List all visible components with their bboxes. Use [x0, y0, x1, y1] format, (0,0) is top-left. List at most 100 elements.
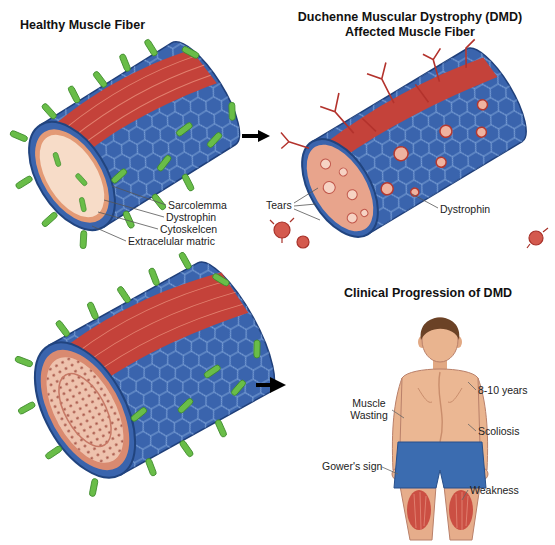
vacuole: [345, 188, 359, 202]
dystrophin-rod: [178, 251, 192, 270]
dystrophin-rod: [116, 286, 131, 304]
leader-line: [382, 467, 398, 474]
part-label: Sarcolemma: [168, 199, 227, 211]
part-label: Cytoskelcen: [160, 223, 217, 235]
dystrophin-rod: [53, 152, 62, 167]
leg: [400, 486, 436, 540]
dystrophin-rod: [80, 230, 87, 248]
leader-line: [462, 490, 468, 500]
inflammatory-cell: [270, 218, 548, 248]
part-label: Extracelular matric: [128, 235, 215, 247]
dystrophin-rod: [156, 154, 172, 172]
dystrophin-rod: [14, 356, 33, 368]
dystrophin-rod: [89, 478, 98, 497]
vacuole: [319, 157, 333, 171]
leader-line: [294, 188, 438, 220]
dystrophin-ring: [20, 117, 124, 236]
vacuole: [310, 152, 372, 228]
tear-hole: [476, 98, 490, 112]
leader-line: [468, 424, 476, 431]
dystrophin-rod: [175, 122, 193, 138]
dystrophin-rod: [9, 130, 28, 143]
damaged-vessel: [274, 124, 309, 160]
dystrophin-rod: [179, 440, 194, 458]
degenerating-fiber: [0, 236, 298, 519]
weak-muscle: [407, 490, 431, 530]
dystrophin-rod: [181, 46, 200, 60]
inflammatory-cell: [297, 236, 309, 248]
leader-line: [412, 194, 438, 208]
dystrophin-rod: [151, 193, 167, 211]
dystrophin-rod: [41, 103, 58, 120]
tear-hole: [434, 155, 448, 169]
cytoplasm: [31, 345, 140, 476]
vacuole: [338, 167, 349, 178]
dmd-fiber: [271, 14, 538, 250]
tear-hole: [391, 144, 410, 163]
dystrophin-rod: [119, 53, 131, 72]
tear-hole: [379, 181, 395, 197]
panel-heading: Duchenne Muscular Dystrophy (DMD) Affect…: [285, 10, 535, 40]
dystrophin-rod: [130, 406, 148, 422]
part-label: 8-10 years: [478, 384, 528, 396]
panel-heading: Healthy Muscle Fiber: [20, 18, 230, 33]
leader-line: [468, 382, 476, 390]
dystrophin-rod: [92, 70, 108, 88]
boy-figure: [392, 318, 488, 541]
vacuole: [360, 208, 370, 218]
part-label: Gower's sign: [322, 460, 382, 472]
leader-line: [104, 200, 164, 217]
leader-line: [112, 186, 166, 205]
leader-line: [392, 410, 404, 418]
part-label: Weakness: [470, 484, 519, 496]
part-label: Muscle Wasting: [344, 397, 394, 421]
progression-arrow: [256, 377, 286, 393]
part-label: Dystrophin: [166, 211, 216, 223]
part-label: Tears: [266, 199, 292, 211]
dystrophin-rod: [45, 445, 63, 460]
dystrophin-rod: [144, 38, 159, 56]
vacuole: [345, 211, 359, 225]
cytoplasm-texture: [31, 345, 140, 476]
hair: [421, 318, 460, 341]
panel-heading: Clinical Progression of DMD: [344, 286, 549, 301]
leader-line: [294, 204, 316, 206]
damaged-cytoplasm: [293, 133, 387, 242]
leader-line: [382, 382, 476, 500]
sarcolemma-ring: [11, 107, 132, 245]
dystrophin-rod: [41, 211, 58, 228]
dystrophin-rod: [177, 397, 194, 414]
dystrophin-rod: [206, 131, 223, 148]
inflammatory-cell: [270, 218, 548, 248]
dystrophin-rod: [17, 401, 36, 415]
part-label: Scoliosis: [478, 425, 519, 437]
dystrophin-rod: [0, 17, 263, 270]
dystrophin-rod: [15, 175, 33, 190]
fiber-ring: [22, 335, 147, 484]
inner-ring: [48, 365, 122, 454]
inflammatory-cell: [529, 231, 543, 245]
sarcolemma-ring: [14, 326, 156, 494]
dystrophin-rod: [254, 340, 260, 358]
dystrophin-rod: [230, 379, 246, 397]
muscle-striation: [414, 492, 468, 530]
dystrophin-rod: [55, 320, 71, 338]
dystrophin-rod: [145, 458, 157, 477]
figure-panel: Duchenne Muscular Dystrophy (DMD) Affect…: [270, 8, 550, 264]
sarcolemma-ring: [286, 126, 393, 249]
tear-hole: [367, 96, 510, 210]
leader-line: [294, 188, 318, 203]
dystrophin-rod: [203, 364, 221, 379]
dystrophin-rod: [110, 168, 127, 185]
tear-hole: [475, 125, 489, 139]
torso: [400, 369, 480, 446]
progression-arrow: [270, 377, 286, 393]
dystrophin-rod: [212, 273, 231, 287]
dystrophin-rod: [229, 102, 236, 120]
dystrophin-rod: [215, 419, 228, 438]
figure-panel: Clinical Progression of DMD: [300, 282, 552, 540]
inflammatory-cell: [274, 222, 290, 238]
